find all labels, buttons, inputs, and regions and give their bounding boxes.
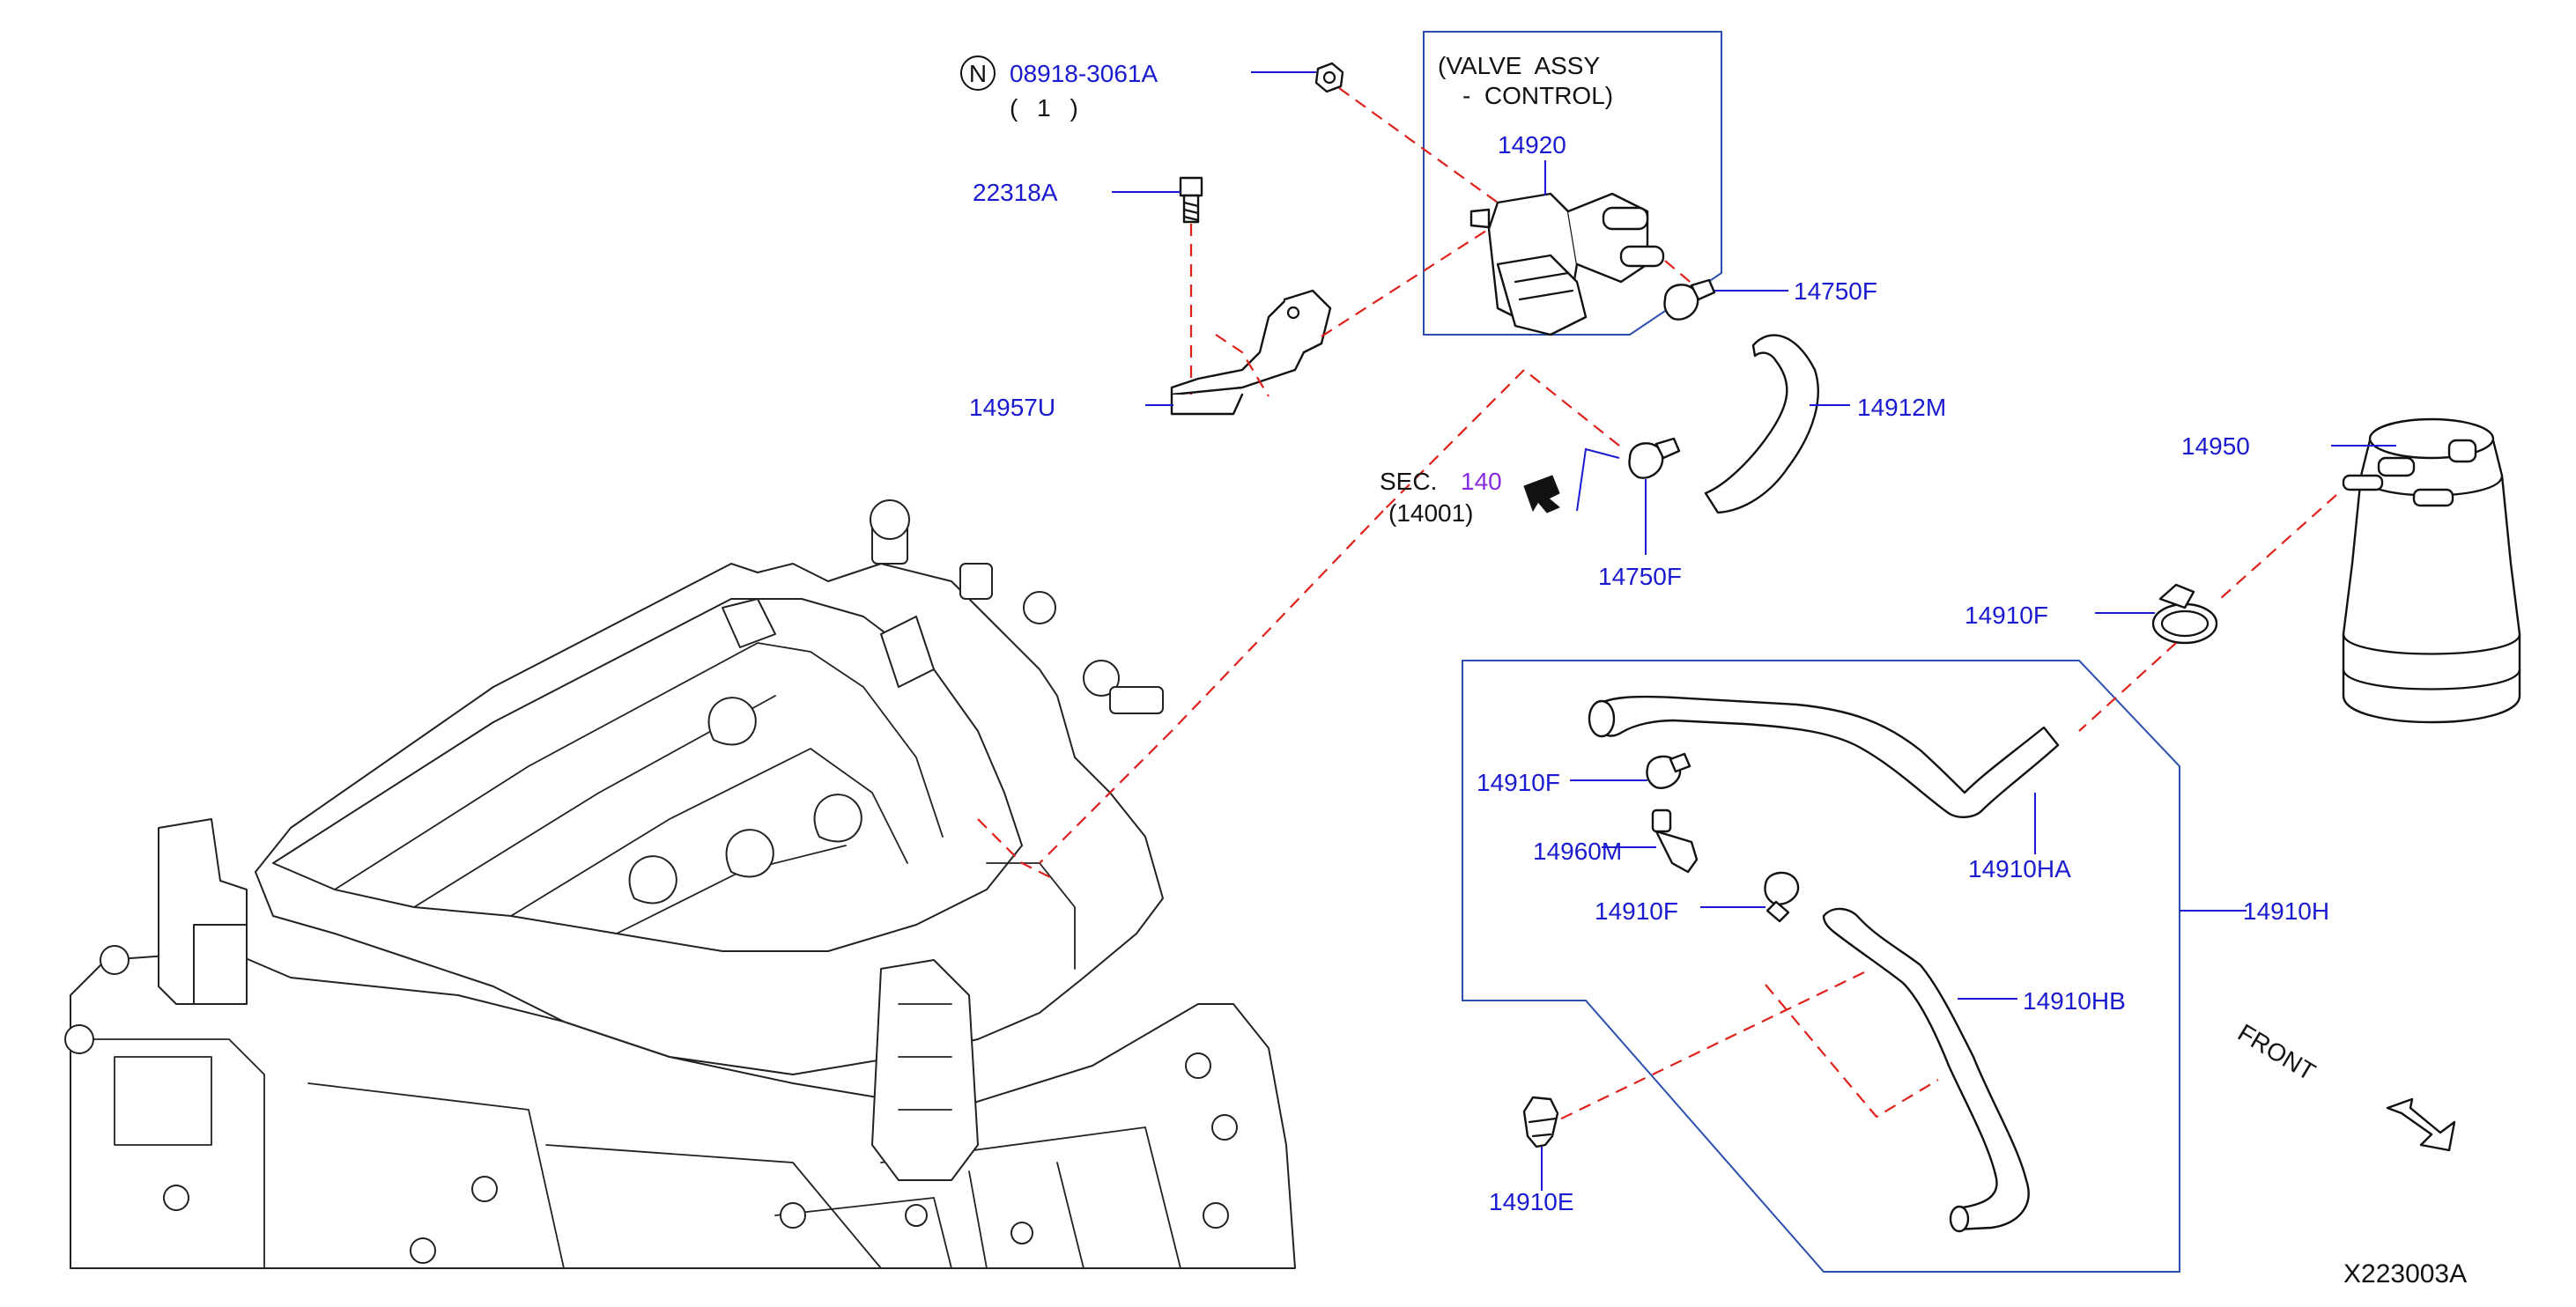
front-direction-arrow-icon xyxy=(2386,1097,2456,1152)
hose-clamp-icon[interactable] xyxy=(1764,871,1800,923)
nut-symbol: N xyxy=(969,60,987,87)
label-14910ha[interactable]: 14910HA xyxy=(1968,855,2071,882)
bolt-icon[interactable] xyxy=(1179,176,1203,224)
nut-quantity: ( 1 ) xyxy=(1010,94,1078,122)
hose-14910hb-icon[interactable] xyxy=(1822,907,2030,1233)
hose-14910ha-icon[interactable] xyxy=(1588,695,2060,818)
label-14912m[interactable]: 14912M xyxy=(1857,394,1946,421)
label-14910f-upper[interactable]: 14910F xyxy=(1477,769,1560,796)
labels: N 08918-3061A ( 1 ) (VALVE ASSY - CONTRO… xyxy=(960,52,2467,1289)
hose-kit-14910h-box xyxy=(1462,660,2247,1273)
hose-clamp-icon[interactable] xyxy=(2151,583,2218,645)
label-14920[interactable]: 14920 xyxy=(1498,131,1566,159)
mounting-bracket-icon[interactable] xyxy=(1170,289,1332,416)
control-valve-icon[interactable] xyxy=(1469,192,1665,336)
hose-clamp-icon[interactable] xyxy=(1663,278,1716,321)
label-14957u[interactable]: 14957U xyxy=(969,394,1055,421)
hose-clamp-icon[interactable] xyxy=(1628,437,1681,479)
label-08918-3061a[interactable]: 08918-3061A xyxy=(1010,60,1158,87)
front-label: FRONT xyxy=(2233,1019,2321,1086)
valve-assy-title-1: (VALVE ASSY xyxy=(1438,52,1600,79)
label-14950[interactable]: 14950 xyxy=(2181,432,2250,460)
evap-canister-icon[interactable] xyxy=(2342,417,2521,724)
hose-connector-icon[interactable] xyxy=(1651,809,1699,874)
section-arrow-icon xyxy=(1523,475,1560,513)
label-14910f-lower[interactable]: 14910F xyxy=(1595,897,1678,925)
sec-prefix: SEC. xyxy=(1380,468,1437,495)
engine-intake-manifold-illustration xyxy=(64,499,1296,1269)
label-14960m[interactable]: 14960M xyxy=(1533,838,1622,865)
label-14910f-right[interactable]: 14910F xyxy=(1965,602,2048,629)
label-22318a[interactable]: 22318A xyxy=(973,179,1058,206)
hose-clamp-icon[interactable] xyxy=(1646,752,1691,789)
label-14910e[interactable]: 14910E xyxy=(1489,1188,1574,1215)
label-14910hb[interactable]: 14910HB xyxy=(2023,987,2126,1015)
hex-nut-icon[interactable] xyxy=(1314,62,1344,93)
hose-clip-icon[interactable] xyxy=(1522,1096,1559,1148)
nut-symbol-circle xyxy=(960,55,996,91)
label-14910h[interactable]: 14910H xyxy=(2243,897,2329,925)
label-14750f-upper[interactable]: 14750F xyxy=(1794,277,1877,305)
label-14750f-lower[interactable]: 14750F xyxy=(1598,563,1682,590)
valve-assy-title-2: - CONTROL) xyxy=(1462,82,1613,109)
hose-14912m-icon[interactable] xyxy=(1704,334,1819,514)
sec-number[interactable]: 140 xyxy=(1461,468,1502,495)
drawing-id: X223003A xyxy=(2343,1259,2467,1289)
sec-sub: (14001) xyxy=(1388,499,1474,527)
